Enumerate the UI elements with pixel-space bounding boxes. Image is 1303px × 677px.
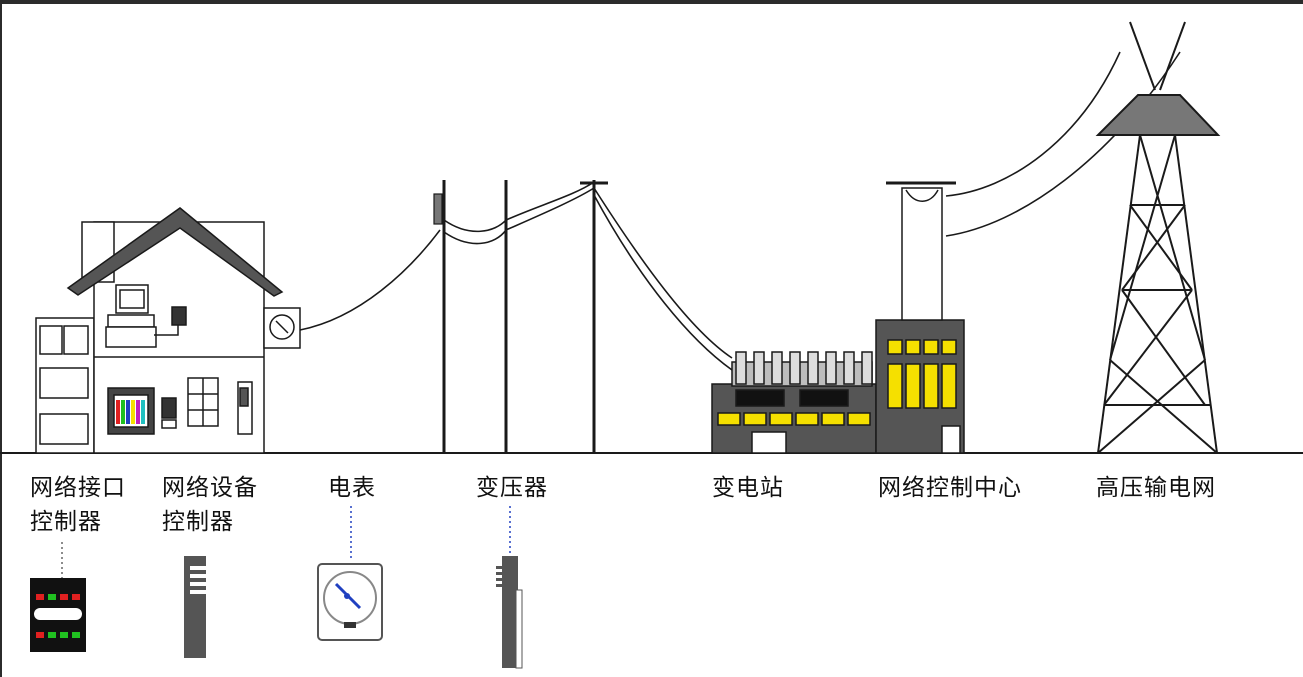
label-line-2: 控制器 bbox=[30, 509, 102, 535]
label-network-interface-controller: 网络接口 控制器 bbox=[30, 471, 126, 539]
network-control-center bbox=[875, 181, 965, 454]
label-line-1: 网络接口 bbox=[30, 475, 126, 501]
pole-transformer-icon bbox=[433, 193, 443, 225]
label-meter: 电表 bbox=[328, 475, 376, 501]
label-hv-transmission-grid: 高压输电网 bbox=[1096, 475, 1216, 501]
meter-icon bbox=[317, 563, 383, 641]
label-substation: 变电站 bbox=[712, 475, 784, 501]
label-line-2: 控制器 bbox=[162, 509, 234, 535]
utility-poles bbox=[433, 180, 608, 453]
label-network-control-center: 网络控制中心 bbox=[878, 475, 1022, 501]
label-connectors bbox=[61, 506, 511, 578]
substation bbox=[711, 351, 877, 454]
label-network-device-controller: 网络设备 控制器 bbox=[162, 471, 258, 539]
house-roof bbox=[66, 207, 284, 297]
transmission-tower bbox=[1095, 21, 1221, 454]
house bbox=[35, 207, 301, 454]
transformer-icon bbox=[496, 556, 523, 669]
power-lines bbox=[299, 51, 1181, 371]
network-interface-controller-icon bbox=[30, 578, 86, 652]
label-line-1: 网络设备 bbox=[162, 475, 258, 501]
label-transformer: 变压器 bbox=[476, 475, 548, 501]
network-device-controller-icon bbox=[184, 556, 206, 658]
router-icon bbox=[171, 306, 187, 326]
